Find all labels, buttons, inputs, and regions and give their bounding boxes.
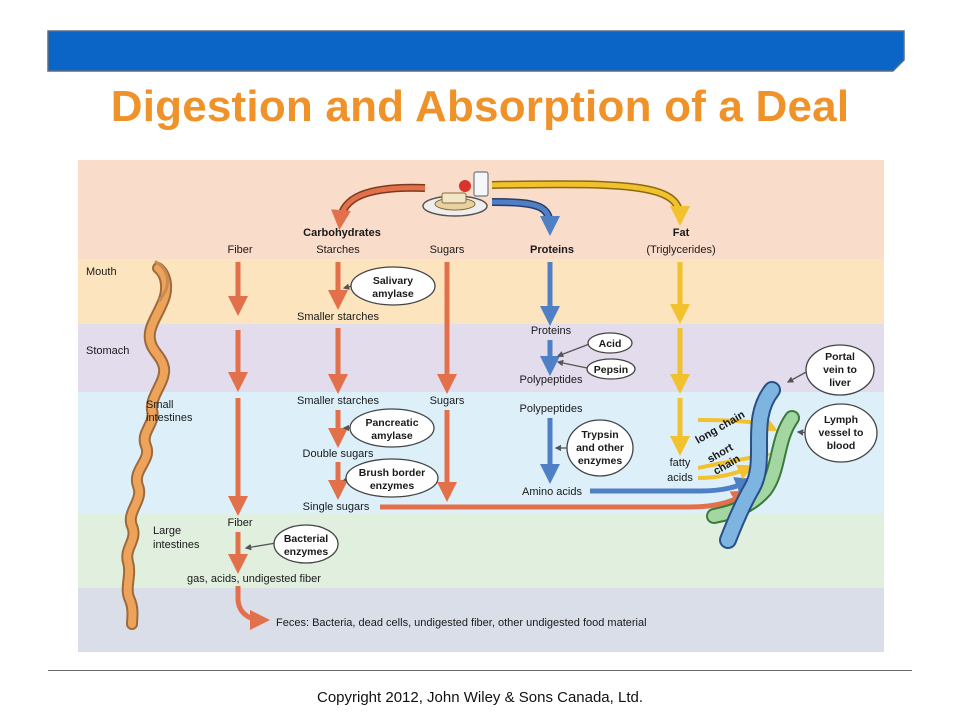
- bubble-lymph-2: vessel to: [819, 427, 864, 439]
- header-banner: [47, 30, 905, 72]
- header-carbohydrates: Carbohydrates: [303, 227, 381, 239]
- bubble-acid: Acid: [599, 338, 622, 350]
- bubble-pepsin: Pepsin: [594, 364, 628, 376]
- label-polypeptides-2: Polypeptides: [520, 403, 583, 415]
- bubble-trypsin-3: enzymes: [578, 455, 623, 467]
- copyright-notice: Copyright 2012, John Wiley & Sons Canada…: [316, 689, 644, 706]
- bubble-trypsin-2: and other: [576, 442, 624, 454]
- bubble-portal-1: Portal: [825, 351, 855, 363]
- header-triglycerides: (Triglycerides): [646, 244, 715, 256]
- label-amino-acids: Amino acids: [522, 486, 582, 498]
- bubble-portal-3: liver: [829, 377, 851, 389]
- bubble-trypsin-1: Trypsin: [581, 429, 618, 441]
- label-acids: acids: [667, 472, 693, 484]
- bubble-pancreatic-1: Pancreatic: [365, 417, 418, 429]
- bubble-lymph-3: blood: [827, 440, 856, 452]
- bubble-bacterial-2: enzymes: [284, 546, 329, 558]
- bubble-lymph-1: Lymph: [824, 414, 858, 426]
- region-stomach: Stomach: [86, 345, 129, 357]
- region-mouth: Mouth: [86, 266, 117, 278]
- label-fiber-2: Fiber: [227, 517, 252, 529]
- region-large-line1: Large: [153, 525, 181, 537]
- enzyme-bubbles: [273, 266, 878, 564]
- region-large-line2: intestines: [153, 539, 200, 551]
- region-small-line2: intestines: [146, 412, 193, 424]
- header-sugars: Sugars: [430, 244, 465, 256]
- label-single-sugars: Single sugars: [303, 501, 370, 513]
- header-fiber: Fiber: [227, 244, 252, 256]
- bubble-brush-2: enzymes: [370, 480, 415, 492]
- digestive-tract-illustration: [121, 260, 173, 630]
- header-fat: Fat: [673, 227, 690, 239]
- bubble-bacterial-1: Bacterial: [284, 533, 328, 545]
- label-gas-acids: gas, acids, undigested fiber: [187, 573, 321, 585]
- label-fatty: fatty: [670, 457, 691, 469]
- label-proteins-2: Proteins: [531, 325, 572, 337]
- region-small-line1: Small: [146, 399, 174, 411]
- label-smaller-starches-2: Smaller starches: [297, 395, 379, 407]
- meal-plate-icon: [422, 171, 489, 217]
- portal-vein: [719, 381, 781, 549]
- header-starches: Starches: [316, 244, 360, 256]
- bubble-salivary-2: amylase: [372, 288, 414, 300]
- slide-title: Digestion and Absorption of a Deal: [110, 82, 850, 131]
- bubble-brush-1: Brush border: [359, 467, 426, 479]
- fiber-arrows: [228, 262, 270, 630]
- label-polypeptides-1: Polypeptides: [520, 374, 583, 386]
- header-proteins: Proteins: [530, 244, 574, 256]
- footer-divider: [48, 670, 912, 671]
- label-smaller-starches-1: Smaller starches: [297, 311, 379, 323]
- label-sugars-2: Sugars: [430, 395, 465, 407]
- label-double-sugars: Double sugars: [303, 448, 374, 460]
- bubble-pancreatic-2: amylase: [371, 430, 413, 442]
- bubble-portal-2: vein to: [823, 364, 857, 376]
- bubble-salivary-1: Salivary: [373, 275, 413, 287]
- label-feces: Feces: Bacteria, dead cells, undigested …: [276, 617, 647, 629]
